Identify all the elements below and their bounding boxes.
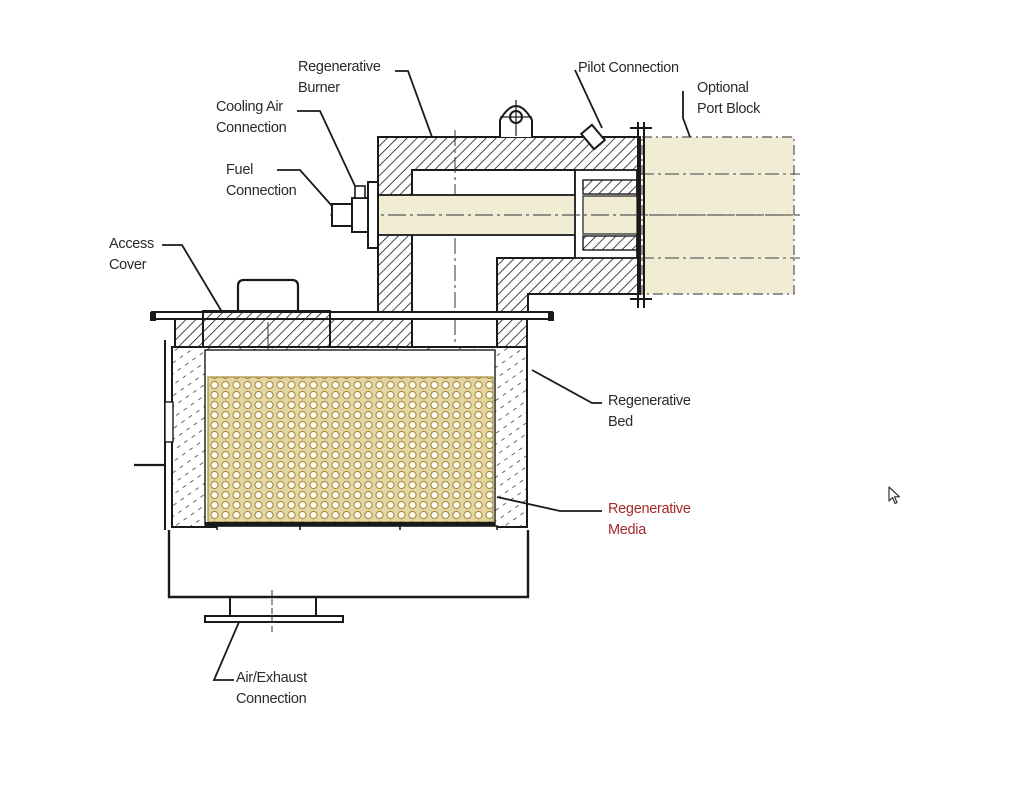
label-pilot-connection: Pilot Connection [578,60,679,76]
label-regenerative-bed: Regenerative Bed [608,393,691,430]
label-fuel-connection: Fuel Connection [226,162,297,199]
label-access-cover: Access Cover [109,236,154,273]
label-regenerative-media: Regenerative Media [608,501,691,538]
regenerative-media [207,376,494,523]
plenum [167,522,530,599]
label-regenerative-burner: Regenerative Burner [298,59,381,96]
mouse-pointer-icon [888,486,901,505]
label-air-exhaust-connection: Air/Exhaust Connection [236,670,307,707]
leader-lines [162,69,691,681]
label-optional-port-block: Optional Port Block [697,80,761,117]
air-exhaust-pipe [204,590,344,632]
access-cover [150,278,554,356]
label-cooling-air-connection: Cooling Air Connection [216,99,287,136]
burner-tube [330,169,800,259]
